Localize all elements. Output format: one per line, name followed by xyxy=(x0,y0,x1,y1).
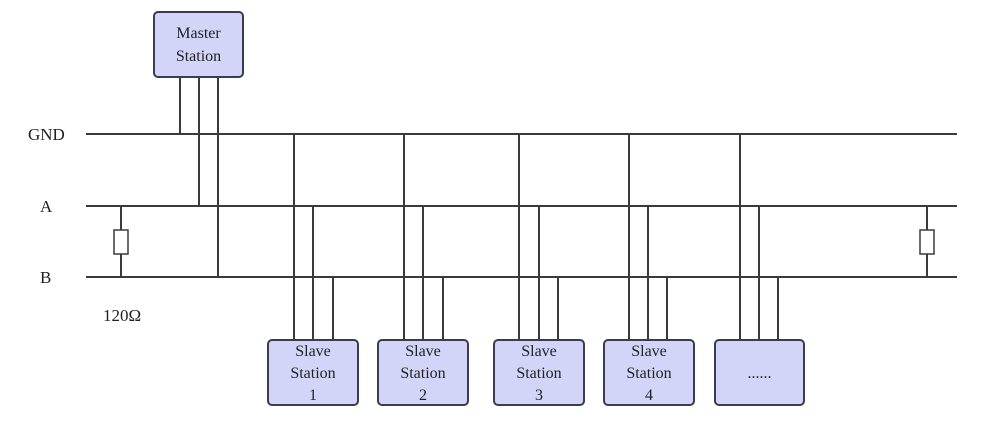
slave-station-2-label-line2: Station xyxy=(400,365,445,382)
slave-station-more-label-line2: ...... xyxy=(748,365,772,382)
slave-station-3: Slave Station 3 xyxy=(493,339,585,406)
slave-station-1-label-line3: 1 xyxy=(309,387,317,404)
slave-station-4-label-line2: Station xyxy=(626,365,671,382)
slave-station-2-label-line1: Slave xyxy=(405,343,441,360)
slave-station-3-label-line3: 3 xyxy=(535,387,543,404)
master-station: Master Station xyxy=(153,11,244,78)
slave-station-more-wires xyxy=(739,134,779,340)
b-label: B xyxy=(40,268,51,287)
slave-station-2: Slave Station 2 xyxy=(377,339,469,406)
gnd-label: GND xyxy=(28,125,65,144)
left-terminating-resistor xyxy=(113,206,129,277)
slave-station-1-wires xyxy=(293,134,334,340)
master-station-wires xyxy=(179,77,219,277)
slave-station-3-label-line1: Slave xyxy=(521,343,557,360)
slave-station-3-wires xyxy=(518,134,559,340)
slave-station-1: Slave Station 1 xyxy=(267,339,359,406)
slave-station-4: Slave Station 4 xyxy=(603,339,695,406)
master-station-label-line2: Station xyxy=(176,48,221,65)
slave-station-4-wires xyxy=(628,134,668,340)
terminator-resistance-label: 120Ω xyxy=(103,306,141,325)
a-label: A xyxy=(40,197,53,216)
right-terminating-resistor xyxy=(919,206,935,277)
master-station-label-line1: Master xyxy=(176,25,221,42)
slave-station-2-label-line3: 2 xyxy=(419,387,427,404)
slave-station-1-label-line1: Slave xyxy=(295,343,331,360)
slave-station-4-label-line3: 4 xyxy=(645,387,653,404)
slave-station-3-label-line2: Station xyxy=(516,365,561,382)
slave-station-4-label-line1: Slave xyxy=(631,343,667,360)
slave-station-2-wires xyxy=(403,134,444,340)
slave-station-1-label-line2: Station xyxy=(290,365,335,382)
slave-station-more: ...... xyxy=(714,339,805,406)
